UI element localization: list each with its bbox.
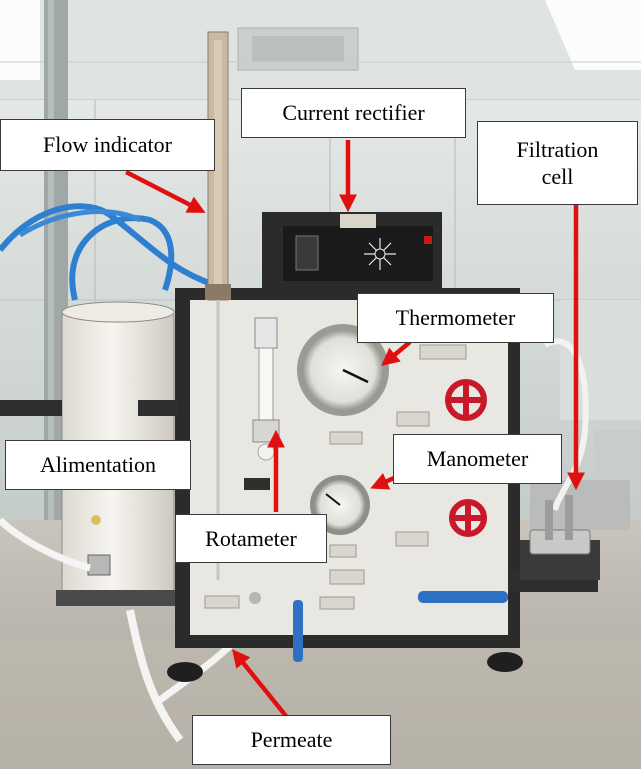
label-permeate: Permeate (192, 715, 391, 765)
label-manometer: Manometer (393, 434, 562, 484)
label-alimentation: Alimentation (5, 440, 191, 490)
label-thermometer: Thermometer (357, 293, 554, 343)
label-rotameter: Rotameter (175, 514, 327, 563)
label-current-rectifier: Current rectifier (241, 88, 466, 138)
label-flow-indicator: Flow indicator (0, 119, 215, 171)
label-filtration-cell: Filtration cell (477, 121, 638, 205)
